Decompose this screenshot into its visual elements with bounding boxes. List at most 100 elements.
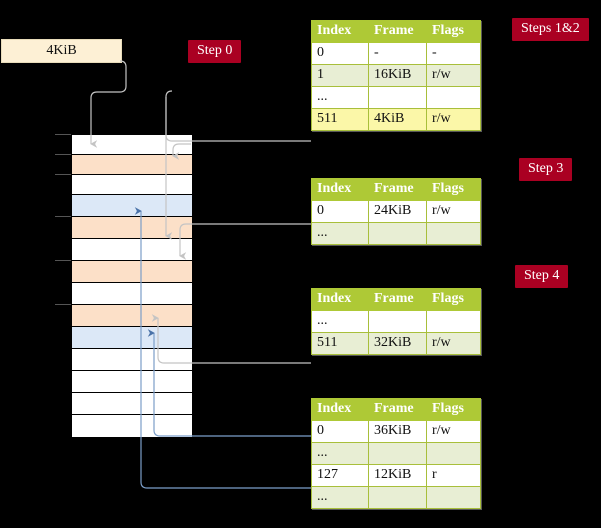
memory-frame-row xyxy=(72,415,192,437)
memory-frame-row xyxy=(72,261,192,283)
column-header-flags: Flags xyxy=(426,288,481,311)
cell-frame xyxy=(368,310,427,333)
column-header-frame: Frame xyxy=(368,178,427,201)
cell-frame: 12KiB xyxy=(368,464,427,487)
source-frame-label: 4KiB xyxy=(46,43,77,58)
memory-tick xyxy=(55,174,71,175)
cell-index: 127 xyxy=(311,464,369,487)
badge-step-0: Step 0 xyxy=(188,40,242,63)
cell-flags: r/w xyxy=(426,64,481,87)
column-header-index: Index xyxy=(311,288,369,311)
table-row[interactable]: ... xyxy=(311,222,481,245)
memory-tick xyxy=(55,260,71,261)
source-frame-box: 4KiB xyxy=(1,39,122,63)
memory-frame-row xyxy=(72,305,192,327)
badge-step-0-label: Step 0 xyxy=(197,43,233,58)
table-row[interactable]: ... xyxy=(311,442,481,465)
cell-flags: r/w xyxy=(426,420,481,443)
cell-frame xyxy=(368,86,427,109)
cell-index: ... xyxy=(311,442,369,465)
column-header-index: Index xyxy=(311,178,369,201)
badge-step-3-label: Step 3 xyxy=(528,161,564,176)
column-header-frame: Frame xyxy=(368,20,427,43)
cell-frame: 32KiB xyxy=(368,332,427,355)
table-row[interactable]: 0-- xyxy=(311,42,481,65)
badge-step-3: Step 3 xyxy=(519,158,573,181)
cell-flags: - xyxy=(426,42,481,65)
cell-index: 511 xyxy=(311,332,369,355)
badge-step-4-label: Step 4 xyxy=(524,268,560,283)
cell-index: 0 xyxy=(311,42,369,65)
cell-flags xyxy=(426,86,481,109)
cell-flags: r xyxy=(426,464,481,487)
table-row[interactable]: ... xyxy=(311,310,481,333)
cell-flags: r/w xyxy=(426,200,481,223)
cell-index: 511 xyxy=(311,108,369,131)
connector-t1-0-to-memory xyxy=(179,223,311,260)
memory-tick xyxy=(55,154,71,155)
cell-index: 0 xyxy=(311,420,369,443)
cell-flags: r/w xyxy=(426,332,481,355)
badge-steps-1-and-2-label: Steps 1&2 xyxy=(521,21,580,36)
cell-frame: 4KiB xyxy=(368,108,427,131)
memory-frame-row xyxy=(72,135,192,155)
badge-steps-1-and-2: Steps 1&2 xyxy=(512,18,589,41)
table-row[interactable]: ... xyxy=(311,86,481,109)
physical-memory-column xyxy=(71,134,192,437)
badge-step-4: Step 4 xyxy=(515,265,569,288)
memory-tick xyxy=(55,134,71,135)
cell-frame: 24KiB xyxy=(368,200,427,223)
cell-index: ... xyxy=(311,486,369,509)
cell-frame: - xyxy=(368,42,427,65)
spacer xyxy=(172,86,311,97)
column-header-frame: Frame xyxy=(368,288,427,311)
memory-frame-row xyxy=(72,239,192,261)
memory-frame-row xyxy=(72,195,192,217)
cell-frame: 36KiB xyxy=(368,420,427,443)
memory-frame-row xyxy=(72,349,192,371)
cell-index: ... xyxy=(311,222,369,245)
cell-frame xyxy=(368,486,427,509)
cell-frame: 16KiB xyxy=(368,64,427,87)
spacer2 xyxy=(191,150,311,219)
cell-index: ... xyxy=(311,310,369,333)
cell-index: ... xyxy=(311,86,369,109)
cell-index: 1 xyxy=(311,64,369,87)
memory-frame-row xyxy=(72,393,192,415)
cell-flags xyxy=(426,486,481,509)
column-header-index: Index xyxy=(311,20,369,43)
cell-flags xyxy=(426,310,481,333)
column-header-frame: Frame xyxy=(368,398,427,421)
connector-source-to-memory xyxy=(90,60,127,148)
column-header-flags: Flags xyxy=(426,20,481,43)
memory-frame-row xyxy=(72,327,192,349)
cell-index: 0 xyxy=(311,200,369,223)
cell-flags xyxy=(426,442,481,465)
memory-frame-row xyxy=(72,283,192,305)
memory-frame-row xyxy=(72,175,192,195)
table-row[interactable]: ... xyxy=(311,486,481,509)
column-header-flags: Flags xyxy=(426,178,481,201)
memory-frame-row xyxy=(72,371,192,393)
memory-frame-row xyxy=(72,155,192,175)
column-header-flags: Flags xyxy=(426,398,481,421)
memory-frame-row xyxy=(72,217,192,239)
cell-flags: r/w xyxy=(426,108,481,131)
column-header-index: Index xyxy=(311,398,369,421)
cell-flags xyxy=(426,222,481,245)
memory-tick xyxy=(55,216,71,217)
